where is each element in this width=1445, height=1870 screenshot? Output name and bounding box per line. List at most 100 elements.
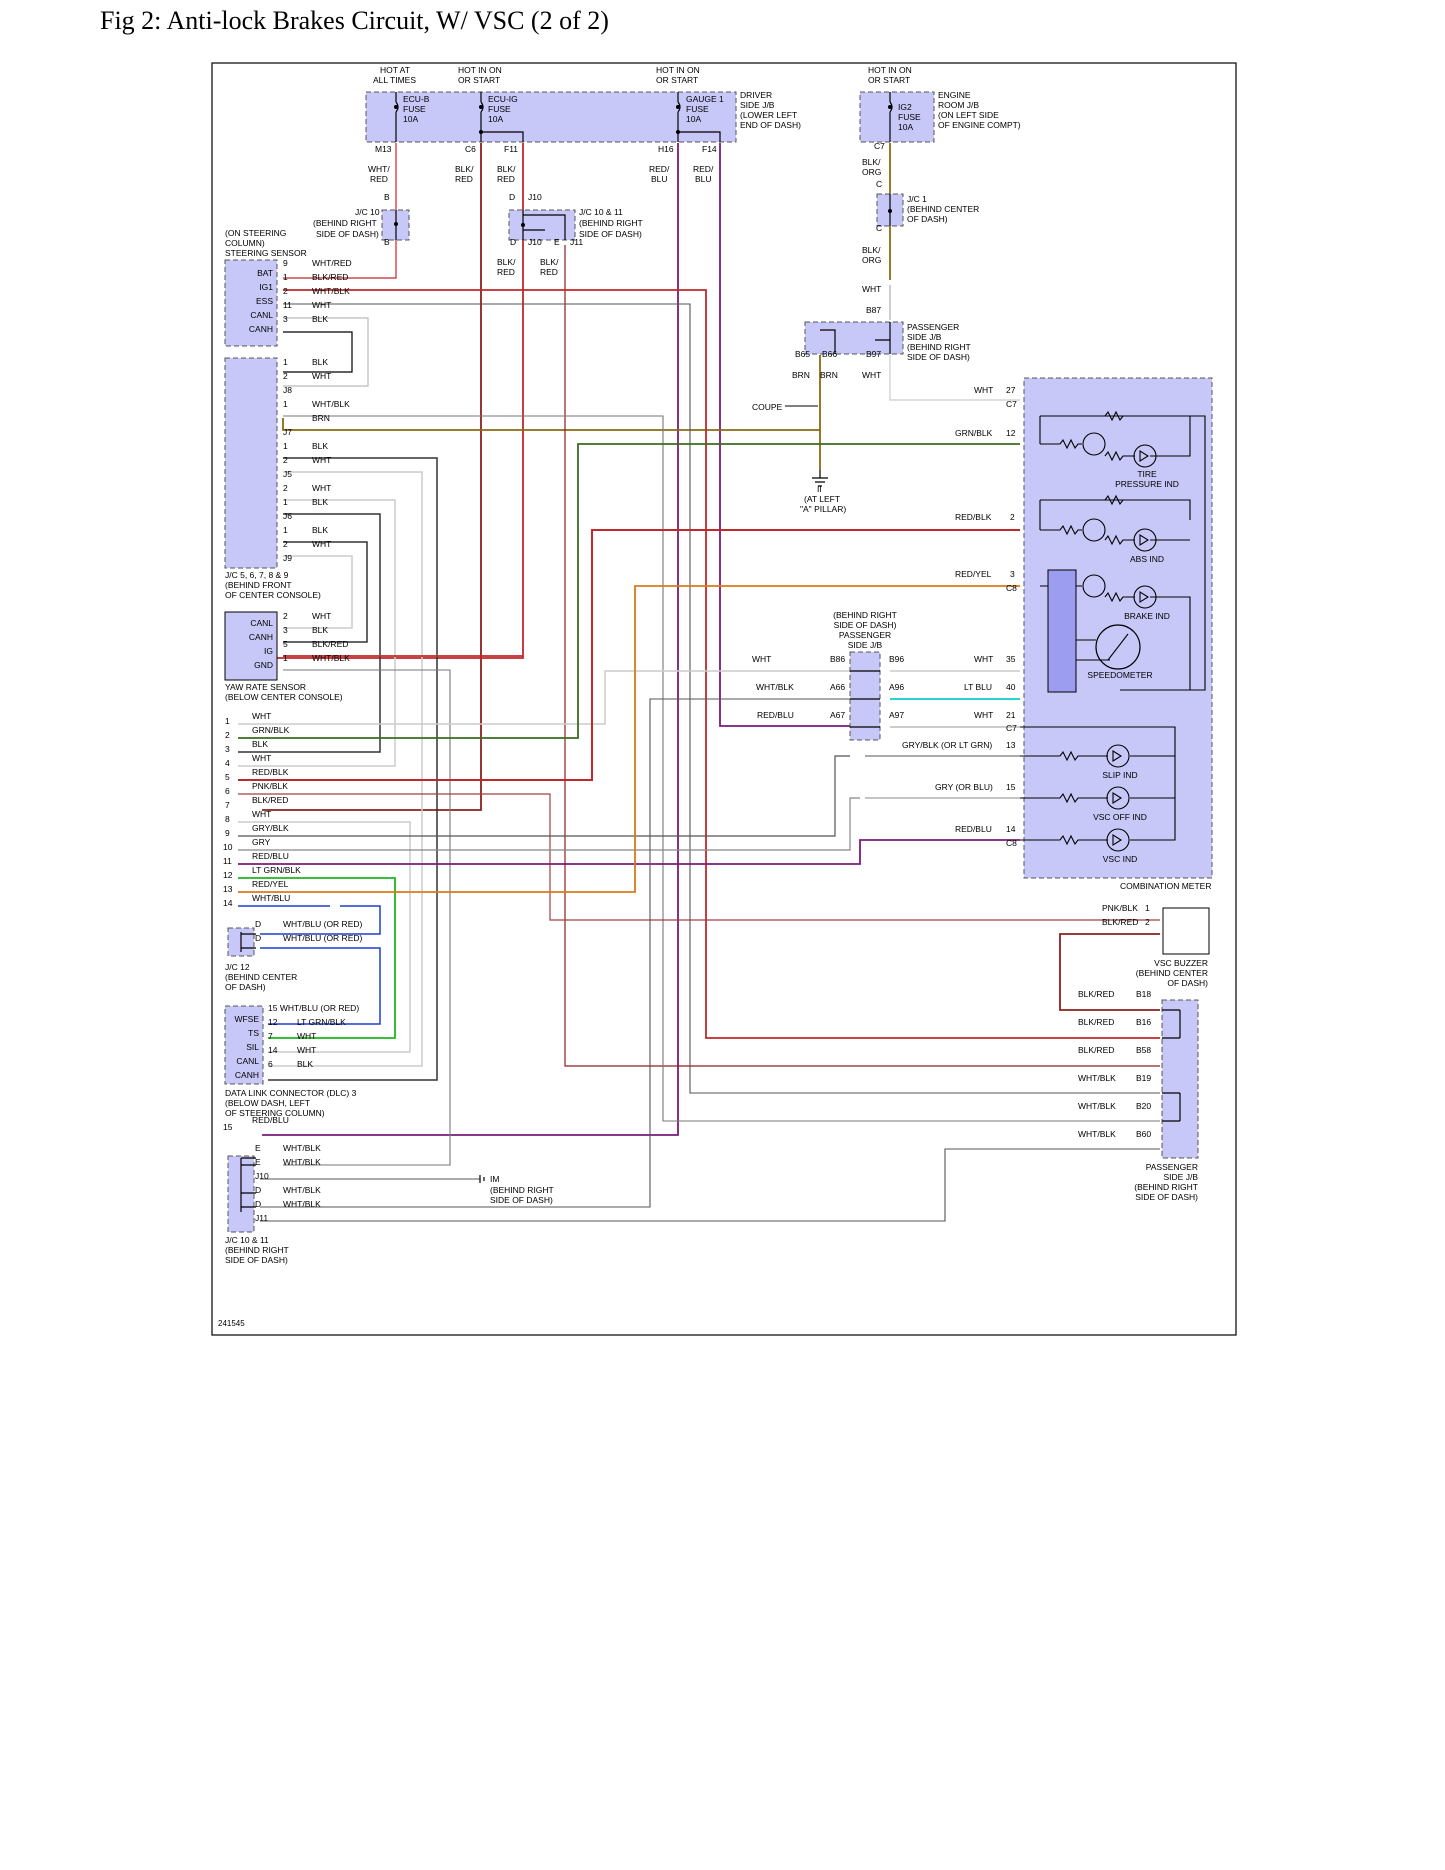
- svg-text:FUSE: FUSE: [488, 104, 511, 114]
- wire-label: WHT/BLK: [283, 1143, 321, 1153]
- wire-wht-blk-j8: [283, 415, 1160, 1122]
- wire-label: BLK/: [862, 245, 881, 255]
- wire-label: C8: [1006, 583, 1017, 593]
- wire-label: D: [509, 192, 515, 202]
- wire-label: RED/YEL: [955, 569, 992, 579]
- wire-label: C: [876, 223, 882, 233]
- wire-label: D: [255, 1185, 261, 1195]
- steering-sensor: [224, 259, 278, 347]
- svg-text:SIDE OF DASH): SIDE OF DASH): [490, 1195, 553, 1205]
- svg-text:ROOM J/B: ROOM J/B: [938, 100, 979, 110]
- svg-text:BAT: BAT: [257, 268, 273, 278]
- wire-label: J10: [528, 192, 542, 202]
- wire-label: E: [255, 1157, 261, 1167]
- svg-text:J/C 1: J/C 1: [907, 194, 927, 204]
- wire-label: 5: [225, 772, 230, 782]
- wire-label: B87: [866, 305, 881, 315]
- wire-label: WHT/BLK: [283, 1185, 321, 1195]
- wire-label: B60: [1136, 1129, 1151, 1139]
- wire-label: BLK/RED: [1102, 917, 1138, 927]
- wire-label: F11: [504, 144, 518, 154]
- svg-text:HOT IN ON: HOT IN ON: [868, 65, 912, 75]
- wire-brn-b65: [282, 418, 820, 431]
- wire-label: WHT: [297, 1031, 316, 1041]
- jc12-label: J/C 12 (BEHIND CENTER OF DASH): [225, 962, 297, 992]
- wire-label: WHT/BLU (OR RED): [283, 919, 363, 929]
- svg-text:PRESSURE IND: PRESSURE IND: [1115, 479, 1179, 489]
- svg-text:OR START: OR START: [656, 75, 698, 85]
- svg-text:SIDE OF DASH): SIDE OF DASH): [225, 1255, 288, 1265]
- wire-label: 2: [283, 539, 288, 549]
- svg-text:SIDE OF DASH): SIDE OF DASH): [579, 229, 642, 239]
- wire-label: WHT/BLK: [283, 1157, 321, 1167]
- wire-label: B: [384, 237, 390, 247]
- svg-text:(LOWER LEFT: (LOWER LEFT: [740, 110, 797, 120]
- wire-10-gry: [238, 797, 860, 851]
- coupe-label: COUPE: [752, 402, 783, 412]
- svg-text:SIDE OF DASH): SIDE OF DASH): [316, 229, 379, 239]
- wire-label: 1: [1145, 903, 1150, 913]
- wire-label: BRN: [312, 413, 330, 423]
- wire-label: D: [255, 933, 261, 943]
- wire-label: C7: [874, 141, 885, 151]
- svg-text:SIDE J/B: SIDE J/B: [848, 640, 883, 650]
- svg-text:DRIVER: DRIVER: [740, 90, 772, 100]
- wire-label: BLK/RED: [1078, 1045, 1114, 1055]
- svg-text:(AT LEFT: (AT LEFT: [804, 494, 840, 504]
- wire-label: 1: [283, 399, 288, 409]
- passenger-jb-top-label: PASSENGER SIDE J/B (BEHIND RIGHT SIDE OF…: [907, 322, 971, 362]
- wire-label: 35: [1006, 654, 1016, 664]
- wire-label: 2: [1145, 917, 1150, 927]
- passenger-jb-bottom-label: PASSENGER SIDE J/B (BEHIND RIGHT SIDE OF…: [1134, 1162, 1198, 1202]
- figure-id: 241545: [218, 1319, 245, 1328]
- wire-label: B58: [1136, 1045, 1151, 1055]
- wire-label: 21: [1006, 710, 1016, 720]
- wire-label: WHT: [862, 284, 881, 294]
- wire-label: BLK/: [862, 157, 881, 167]
- wire-label: A67: [830, 710, 845, 720]
- wire-label: 12: [223, 870, 233, 880]
- svg-text:(BEHIND CENTER: (BEHIND CENTER: [1136, 968, 1208, 978]
- jc56789-label: J/C 5, 6, 7, 8 & 9 (BEHIND FRONT OF CENT…: [225, 570, 321, 600]
- svg-text:(BELOW DASH, LEFT: (BELOW DASH, LEFT: [225, 1098, 310, 1108]
- wire-label: H16: [658, 144, 674, 154]
- wire-label: E: [255, 1143, 261, 1153]
- wire-label: B65: [795, 349, 810, 359]
- wire-label: 15: [223, 1122, 233, 1132]
- wire-label: D: [510, 237, 516, 247]
- wire-label: B20: [1136, 1101, 1151, 1111]
- svg-text:VSC OFF IND: VSC OFF IND: [1093, 812, 1147, 822]
- svg-text:OF DASH): OF DASH): [1167, 978, 1208, 988]
- wire-13-red-yel: [238, 585, 1020, 893]
- wire-label: RED/BLU: [252, 1115, 289, 1125]
- svg-text:CANH: CANH: [249, 632, 273, 642]
- wire-label: GRN/BLK: [252, 725, 290, 735]
- abs-led-icon: [1133, 528, 1157, 552]
- wire-label: B66: [822, 349, 837, 359]
- wire-label: RED/BLK: [252, 767, 289, 777]
- wire-label: ORG: [862, 255, 881, 265]
- wire-label: WHT/BLK: [283, 1199, 321, 1209]
- svg-text:SPEEDOMETER: SPEEDOMETER: [1087, 670, 1152, 680]
- svg-text:(BEHIND RIGHT: (BEHIND RIGHT: [225, 1245, 289, 1255]
- wire-wht-blu-jc12-a: [260, 905, 381, 935]
- wire-label: 2: [283, 286, 288, 296]
- driver-side-jb: [365, 91, 737, 143]
- wire-label: 13: [223, 884, 233, 894]
- wire-label: BLK: [252, 739, 268, 749]
- svg-text:HOT AT: HOT AT: [380, 65, 410, 75]
- passenger-jb-mid-label: (BEHIND RIGHT SIDE OF DASH) PASSENGER SI…: [833, 610, 897, 650]
- wire-label: WHT: [252, 753, 271, 763]
- svg-text:SIDE OF DASH): SIDE OF DASH): [907, 352, 970, 362]
- wire-label: 2: [283, 483, 288, 493]
- wire-label: C6: [465, 144, 476, 154]
- wire-wht-red-ecub: [283, 143, 397, 279]
- fuse-headers: HOT AT ALL TIMES HOT IN ON OR START HOT …: [373, 65, 912, 85]
- svg-text:(BEHIND CENTER: (BEHIND CENTER: [907, 204, 979, 214]
- wire-label: RED: [497, 174, 515, 184]
- wire-label: 11: [283, 300, 292, 310]
- wire-wht-blk-yaw-gnd: [283, 669, 451, 1166]
- wire-label: J11: [570, 237, 583, 247]
- svg-text:HOT IN ON: HOT IN ON: [458, 65, 502, 75]
